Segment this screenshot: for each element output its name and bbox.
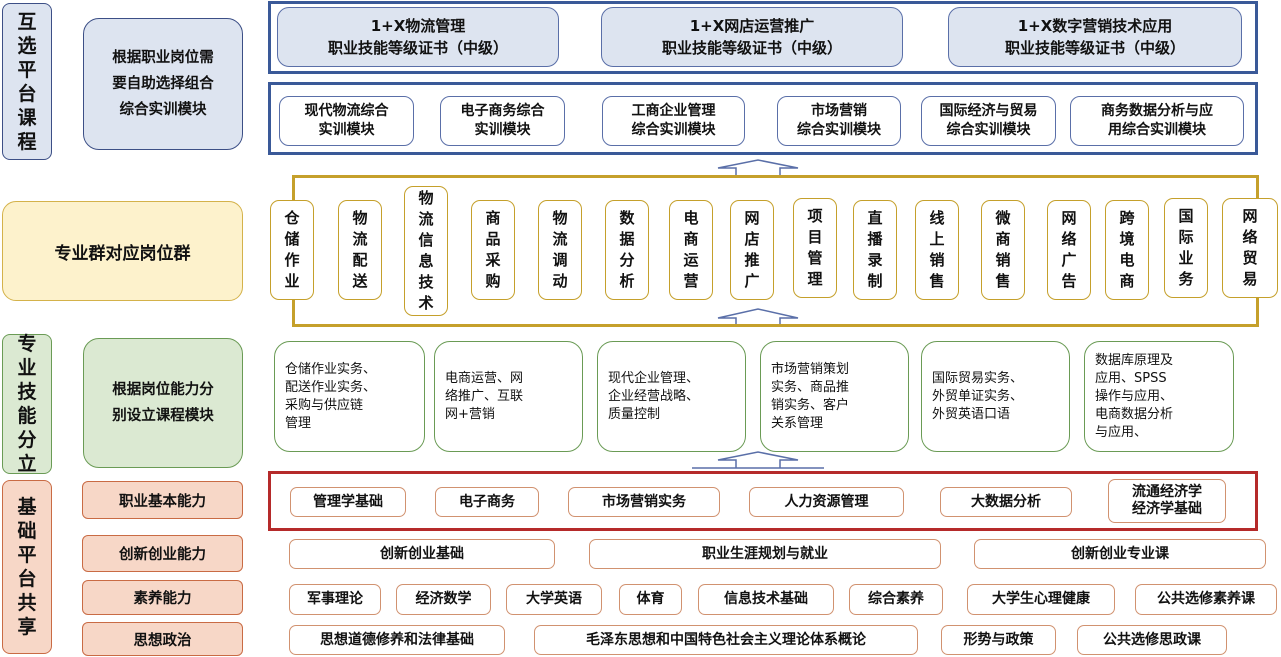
course-item: 信息技术基础 bbox=[698, 584, 834, 615]
post-item: 微 商 销 售 bbox=[981, 200, 1025, 300]
post-item: 项 目 管 理 bbox=[793, 198, 837, 298]
course-module-marketing: 市场营销策划 实务、商品推 销实务、客户 关系管理 bbox=[760, 341, 909, 452]
post-item: 数 据 分 析 bbox=[605, 200, 649, 300]
row-label-career-basic: 职业基本能力 bbox=[82, 481, 243, 519]
course-item: 综合素养 bbox=[849, 584, 943, 615]
course-item: 管理学基础 bbox=[290, 487, 406, 517]
course-module-ecommerce: 电商运营、网 络推广、互联 网+营销 bbox=[434, 341, 583, 452]
row-label-innovation: 创新创业能力 bbox=[82, 535, 243, 572]
course-item: 公共选修素养课 bbox=[1135, 584, 1277, 615]
module-ecommerce: 电子商务综合 实训模块 bbox=[440, 96, 565, 146]
course-item: 电子商务 bbox=[435, 487, 539, 517]
post-item: 国 际 业 务 bbox=[1164, 198, 1208, 298]
module-marketing: 市场营销 综合实训模块 bbox=[777, 96, 901, 146]
label-foundation-platform: 基 础 平 台 共 享 bbox=[2, 480, 52, 654]
module-business-data: 商务数据分析与应 用综合实训模块 bbox=[1070, 96, 1244, 146]
course-item: 流通经济学 经济学基础 bbox=[1108, 479, 1226, 523]
module-international-trade: 国际经济与贸易 综合实训模块 bbox=[921, 96, 1056, 146]
course-item: 公共选修思政课 bbox=[1077, 625, 1227, 655]
row-label-ideology: 思想政治 bbox=[82, 622, 243, 656]
course-item: 职业生涯规划与就业 bbox=[589, 539, 941, 569]
arrow-up-icon bbox=[692, 451, 824, 469]
course-module-logistics: 仓储作业实务、 配送作业实务、 采购与供应链 管理 bbox=[274, 341, 425, 452]
course-item: 市场营销实务 bbox=[568, 487, 720, 517]
post-item: 物 流 调 动 bbox=[538, 200, 582, 300]
certificate-logistics: 1+X物流管理 职业技能等级证书（中级） bbox=[277, 7, 559, 67]
course-item: 人力资源管理 bbox=[749, 487, 904, 517]
course-item: 经济数学 bbox=[396, 584, 491, 615]
career-basic-frame bbox=[268, 471, 1258, 531]
certificate-online-store: 1+X网店运营推广 职业技能等级证书（中级） bbox=[601, 7, 903, 67]
course-item: 毛泽东思想和中国特色社会主义理论体系概论 bbox=[534, 625, 918, 655]
module-business-management: 工商企业管理 综合实训模块 bbox=[602, 96, 745, 146]
post-item: 网 络 贸 易 bbox=[1222, 198, 1278, 298]
module-logistics: 现代物流综合 实训模块 bbox=[279, 96, 414, 146]
descriptor-post-group: 专业群对应岗位群 bbox=[2, 201, 243, 301]
post-item: 电 商 运 营 bbox=[669, 200, 713, 300]
post-item: 物 流 配 送 bbox=[338, 200, 382, 300]
post-item: 商 品 采 购 bbox=[471, 200, 515, 300]
course-module-data: 数据库原理及 应用、SPSS 操作与应用、 电商数据分析 与应用、 bbox=[1084, 341, 1234, 452]
post-item: 物 流 信 息 技 术 bbox=[404, 186, 448, 316]
certificate-frame bbox=[268, 1, 1258, 74]
row-label-literacy: 素养能力 bbox=[82, 580, 243, 615]
course-item: 大学生心理健康 bbox=[967, 584, 1115, 615]
post-item: 网 络 广 告 bbox=[1047, 200, 1091, 300]
course-module-management: 现代企业管理、 企业经营战略、 质量控制 bbox=[597, 341, 746, 452]
label-professional-skills: 专 业 技 能 分 立 bbox=[2, 333, 52, 475]
post-item: 直 播 录 制 bbox=[853, 200, 897, 300]
course-item: 军事理论 bbox=[289, 584, 381, 615]
course-item: 大学英语 bbox=[506, 584, 602, 615]
course-item: 大数据分析 bbox=[940, 487, 1072, 517]
label-interchange-platform: 互 选 平 台 课 程 bbox=[2, 3, 52, 160]
course-item: 创新创业基础 bbox=[289, 539, 555, 569]
post-item: 仓 储 作 业 bbox=[270, 200, 314, 300]
module-frame bbox=[268, 82, 1258, 155]
descriptor-interchange: 根据职业岗位需 要自助选择组合 综合实训模块 bbox=[83, 18, 243, 150]
post-item: 网 店 推 广 bbox=[730, 200, 774, 300]
course-item: 形势与政策 bbox=[941, 625, 1056, 655]
certificate-digital-marketing: 1+X数字营销技术应用 职业技能等级证书（中级） bbox=[948, 7, 1242, 67]
course-module-trade: 国际贸易实务、 外贸单证实务、 外贸英语口语 bbox=[921, 341, 1070, 452]
course-item: 体育 bbox=[619, 584, 682, 615]
course-item: 思想道德修养和法律基础 bbox=[289, 625, 505, 655]
descriptor-skills: 根据岗位能力分 别设立课程模块 bbox=[83, 338, 243, 468]
course-item: 创新创业专业课 bbox=[974, 539, 1266, 569]
post-item: 跨 境 电 商 bbox=[1105, 200, 1149, 300]
post-item: 线 上 销 售 bbox=[915, 200, 959, 300]
